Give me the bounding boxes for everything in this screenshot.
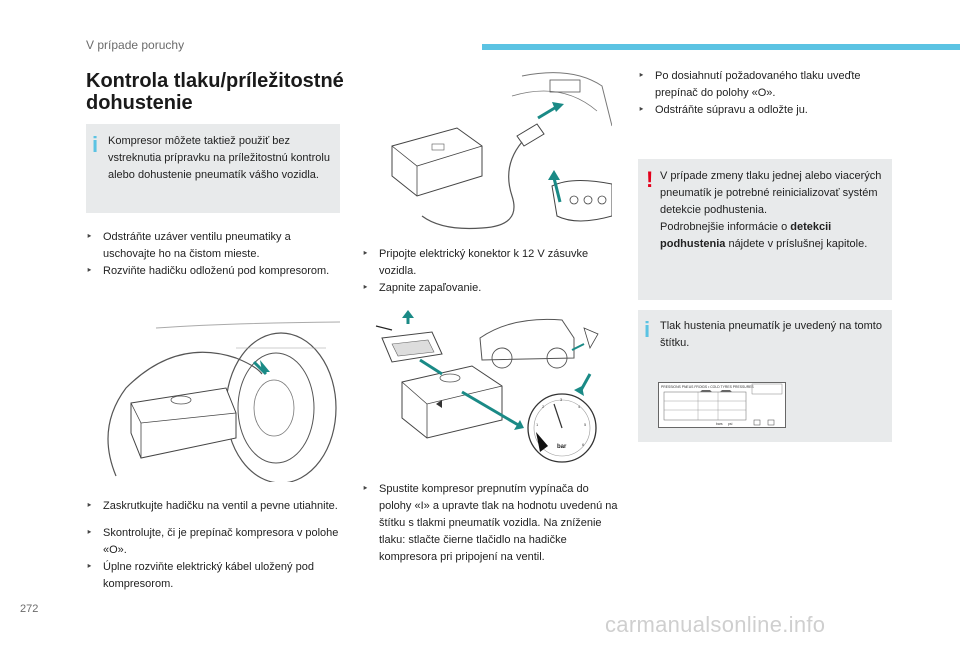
warning-text: V prípade zmeny tlaku jednej alebo viace… (660, 170, 882, 216)
tyre-label-unit: bars (716, 422, 723, 426)
gauge-tick: 2 (542, 404, 545, 409)
steps-list: Spustite kompresor prepnutím vypínača do… (362, 481, 618, 566)
warning-text-bold: detekcii podhustenia (660, 221, 832, 250)
step-item: Zaskrutkujte hadičku na ventil a pevne u… (86, 498, 340, 515)
info-note: i Kompresor môžete taktiež použiť bez vs… (86, 124, 340, 213)
step-item: Rozviňte hadičku odloženú pod kompresoro… (86, 263, 340, 280)
info-note-text: Kompresor môžete taktiež použiť bez vstr… (108, 135, 330, 181)
step-item: Pripojte elektrický konektor k 12 V zásu… (362, 246, 614, 280)
warning-icon: ! (646, 167, 654, 192)
steps-list: Zaskrutkujte hadičku na ventil a pevne u… (86, 498, 340, 593)
warning-note: ! V prípade zmeny tlaku jednej alebo via… (638, 159, 892, 300)
info-note: i Tlak hustenia pneumatík je uvedený na … (638, 310, 892, 442)
gauge-tick: 5 (584, 422, 587, 427)
step-item: Úplne rozviňte elektrický kábel uložený … (86, 559, 340, 593)
compressor-gauge-illustration: 1 2 3 4 5 6 bar (375, 310, 599, 463)
step-item: Skontrolujte, či je prepínač kompresora … (86, 525, 340, 559)
warning-text-suffix: nájdete v príslušnej kapitole. (725, 238, 868, 250)
info-icon: i (644, 317, 651, 342)
section-header: V prípade poruchy (86, 38, 185, 52)
page-number: 272 (20, 603, 39, 615)
steps-list: Odstráňte uzáver ventilu pneumatiky a us… (86, 229, 340, 280)
compressor-tyre-illustration (107, 321, 340, 482)
gauge-tick: 4 (578, 404, 581, 409)
page-title: Kontrola tlaku/príležitostné dohustenie (86, 70, 344, 114)
steps-list: Pripojte elektrický konektor k 12 V zásu… (362, 246, 614, 297)
step-item: Spustite kompresor prepnutím vypínača do… (362, 481, 618, 566)
tyre-pressure-label-image: PRESSIONS PNEUS FROIDS • COLD TYRES PRES… (658, 382, 786, 428)
header-accent-bar (482, 44, 960, 50)
watermark: carmanualsonline.info (605, 612, 826, 637)
tyre-label-header: PRESSIONS PNEUS FROIDS • COLD TYRES PRES… (661, 385, 754, 389)
gauge-tick: 3 (560, 397, 563, 402)
gauge-unit-label: bar (557, 444, 567, 450)
step-item: Zapnite zapaľovanie. (362, 280, 614, 297)
steps-list: Po dosiahnutí požadovaného tlaku uveďte … (638, 68, 892, 119)
info-note-text: Tlak hustenia pneumatík je uvedený na to… (660, 320, 882, 349)
tyre-label-psi: psi (728, 422, 733, 426)
power-socket-illustration (391, 72, 612, 230)
step-item: Po dosiahnutí požadovaného tlaku uveďte … (638, 68, 892, 102)
info-icon: i (92, 132, 99, 157)
step-item: Odstráňte uzáver ventilu pneumatiky a us… (86, 229, 340, 263)
gauge-tick: 1 (536, 422, 539, 427)
gauge-tick: 6 (582, 442, 585, 447)
step-item: Odstráňte súpravu a odložte ju. (638, 102, 892, 119)
warning-text-prefix: Podrobnejšie informácie o (660, 221, 791, 233)
